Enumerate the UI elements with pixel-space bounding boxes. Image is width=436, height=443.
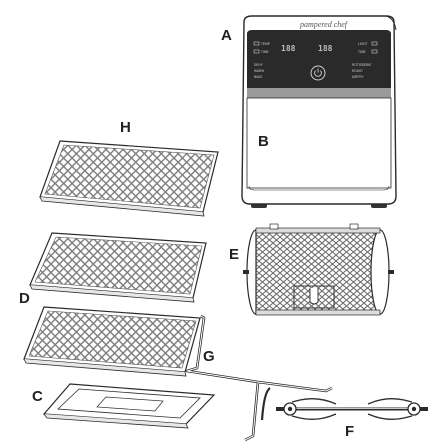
mode-rotisserie: ROTISSERIE bbox=[352, 63, 371, 67]
rotisserie-basket-E bbox=[243, 223, 394, 316]
time-button-label: TIME bbox=[261, 50, 269, 54]
spit-fork-left bbox=[291, 398, 337, 420]
tray-D1-lip bbox=[29, 284, 195, 303]
tool-rod-left-inner bbox=[186, 315, 259, 383]
display-right: 188 bbox=[318, 44, 333, 53]
drip-pan-center bbox=[96, 396, 164, 412]
mesh-tray-D-lower bbox=[23, 306, 201, 377]
left-button-group: TEMP TIME bbox=[253, 41, 270, 54]
basket-band-bottom bbox=[255, 309, 381, 316]
label-F: F bbox=[345, 423, 354, 440]
mode-airfry: AIRFRY bbox=[352, 75, 365, 79]
tray-D2-mesh bbox=[28, 310, 197, 369]
door-handle-band[interactable] bbox=[247, 88, 391, 98]
mesh-tray-D-upper bbox=[29, 232, 207, 303]
drip-pan-lip bbox=[43, 413, 189, 429]
mode-labels-right: ROTISSERIE ROAST AIRFRY bbox=[352, 63, 371, 79]
tray-H-lip bbox=[39, 196, 205, 217]
power-button[interactable] bbox=[310, 65, 326, 81]
spit-tip-right bbox=[420, 407, 428, 411]
oven-body-side bbox=[385, 15, 397, 31]
right-time-button[interactable] bbox=[371, 49, 378, 54]
label-G: G bbox=[203, 348, 215, 365]
temp-button-label: TEMP bbox=[261, 42, 270, 46]
tray-H-mesh bbox=[44, 144, 215, 209]
air-fryer-oven: pampered chef TEMP TIME 188 188 LIGHT TI… bbox=[241, 15, 397, 208]
basket-axle-left bbox=[243, 270, 249, 274]
basket-band-top bbox=[255, 227, 381, 234]
mode-bake: BAKE bbox=[254, 75, 263, 79]
drip-pan-C bbox=[42, 383, 216, 429]
power-button-ring bbox=[310, 65, 326, 81]
right-button-group: LIGHT TIME bbox=[358, 41, 378, 54]
control-panel bbox=[247, 30, 391, 88]
drip-pan-inner bbox=[57, 388, 201, 419]
right-time-button-label: TIME bbox=[358, 50, 366, 54]
label-A: A bbox=[221, 27, 232, 44]
mode-warm: WARM bbox=[254, 69, 264, 73]
power-icon bbox=[314, 68, 322, 77]
display-left: 188 bbox=[281, 44, 296, 53]
rotisserie-tool-G bbox=[185, 314, 333, 442]
light-button-label: LIGHT bbox=[358, 42, 367, 46]
light-button[interactable] bbox=[371, 41, 378, 46]
basket-clip-top-left bbox=[269, 223, 279, 230]
basket-latch[interactable] bbox=[309, 288, 319, 305]
tool-rod-right-inner bbox=[244, 381, 333, 441]
label-C: C bbox=[32, 388, 43, 405]
spit-cap-left-screw bbox=[287, 406, 293, 412]
mesh-tray-H bbox=[39, 140, 219, 217]
time-button[interactable] bbox=[253, 49, 260, 54]
basket-axle-right bbox=[388, 270, 394, 274]
tray-D2-lip bbox=[23, 358, 187, 377]
oven-door bbox=[246, 97, 392, 189]
spit-fork-right bbox=[367, 398, 413, 420]
label-D: D bbox=[19, 290, 30, 307]
spit-cap-right-screw bbox=[411, 406, 417, 412]
mode-dehy: DEHY bbox=[254, 63, 264, 67]
rotisserie-spit-F bbox=[276, 398, 428, 420]
tray-D1-mesh bbox=[34, 236, 203, 295]
label-E: E bbox=[229, 246, 239, 263]
temp-button[interactable] bbox=[253, 41, 260, 46]
spit-tip-left bbox=[276, 407, 284, 411]
label-H: H bbox=[120, 119, 131, 136]
tool-handle-loop bbox=[260, 387, 271, 421]
brand-logo: pampered chef bbox=[299, 20, 349, 29]
basket-end-right bbox=[370, 229, 390, 315]
mode-labels-left: DEHY WARM BAKE bbox=[254, 63, 264, 79]
door-inner-frame bbox=[248, 185, 390, 191]
basket-clip-top-right bbox=[349, 223, 359, 230]
basket-door[interactable] bbox=[293, 285, 335, 309]
mode-roast: ROAST bbox=[352, 69, 363, 73]
label-B: B bbox=[258, 133, 269, 150]
